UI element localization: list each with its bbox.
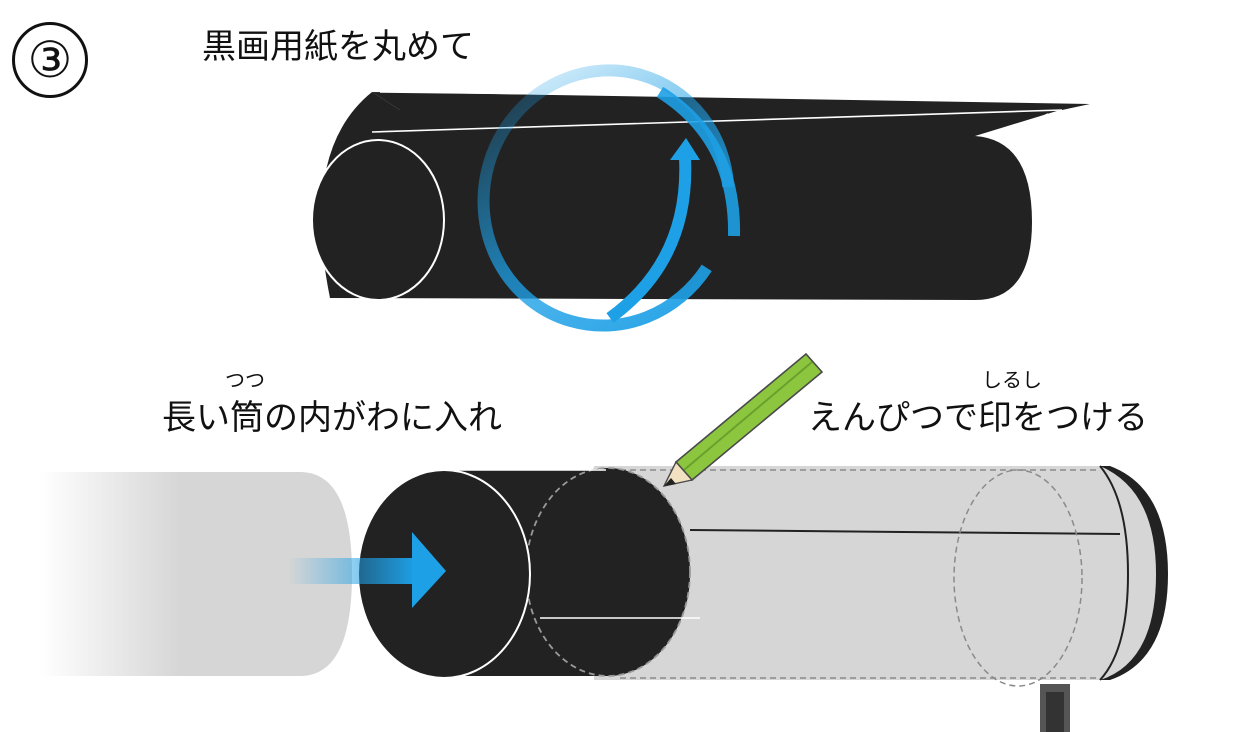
caption-insert-ruby: つつ: [225, 368, 265, 392]
circular-arrow-icon: [477, 64, 741, 332]
right-arrow-icon: [288, 532, 446, 608]
caption-mark-ruby: しるし: [982, 368, 1042, 392]
short-tube: [40, 472, 352, 676]
tube-stand: [1040, 684, 1070, 732]
black-roll: [357, 467, 700, 679]
caption-mark: えんぴつで印をつける: [808, 398, 1148, 438]
rolled-paper: [311, 91, 1090, 301]
caption-roll: 黒画用紙を丸めて: [202, 27, 474, 67]
step-number-badge: ③: [12, 22, 88, 98]
long-tube: [594, 465, 1168, 687]
pencil-icon: [662, 352, 824, 487]
caption-insert: 長い筒の内がわに入れ: [162, 398, 502, 438]
